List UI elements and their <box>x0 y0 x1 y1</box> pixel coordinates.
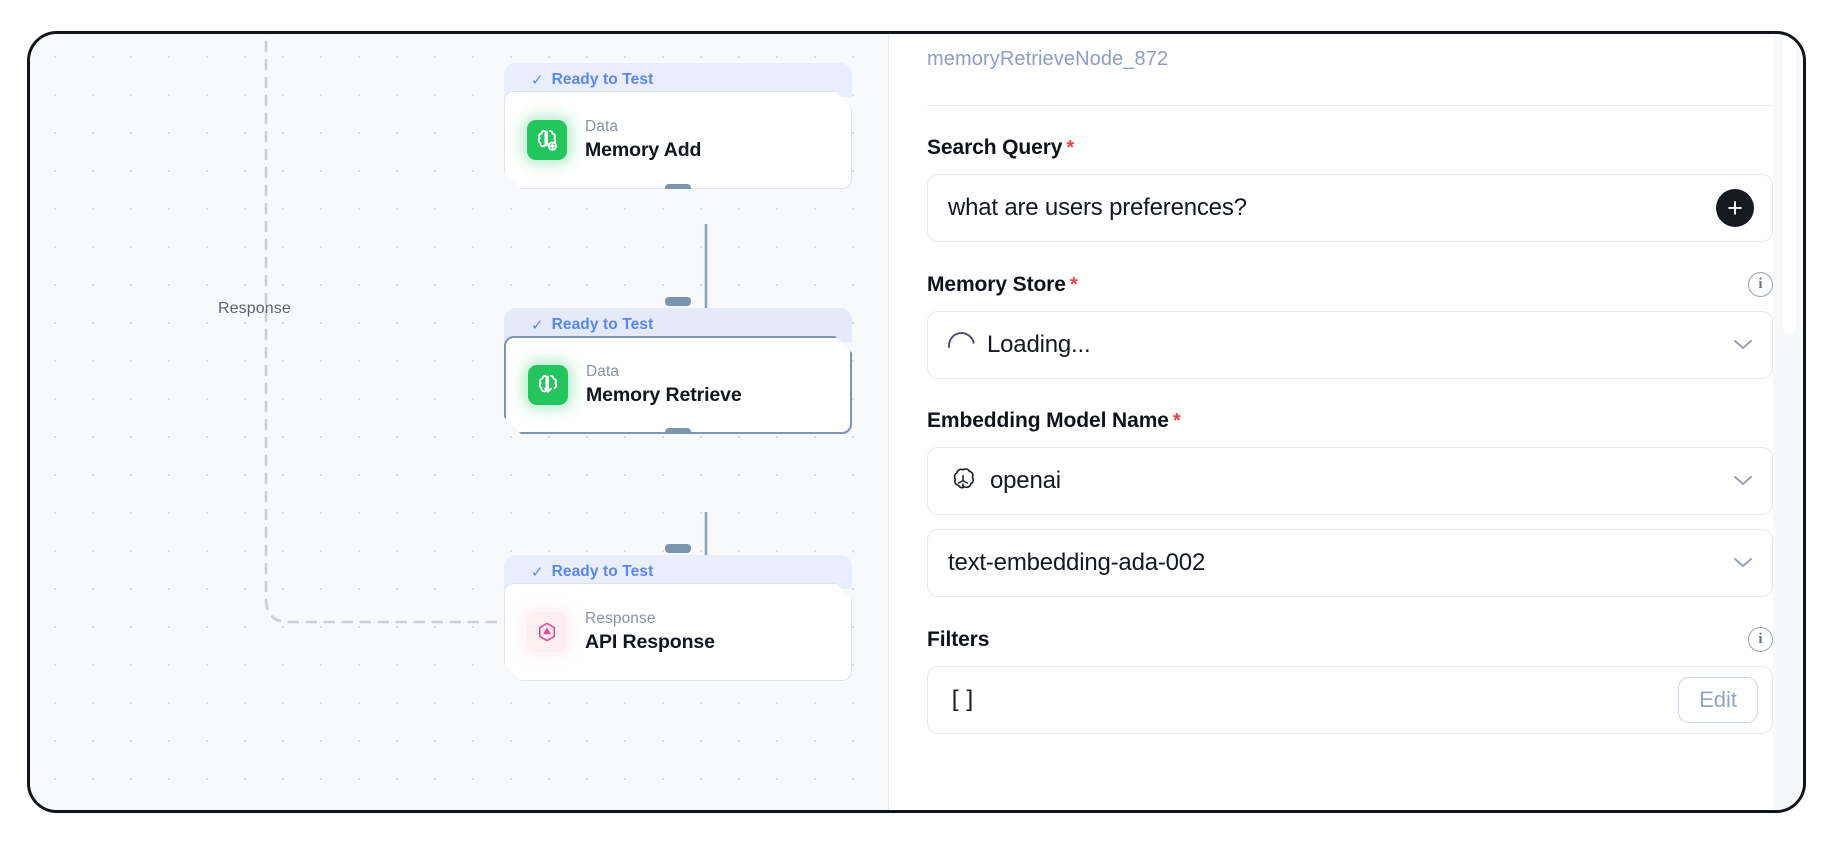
field-label-row: Filters i <box>927 627 1773 653</box>
node-status-label: Ready to Test <box>551 71 654 88</box>
filters-value: [] <box>948 686 977 715</box>
chevron-down-icon[interactable] <box>1732 335 1754 355</box>
node-title-label: Memory Retrieve <box>586 384 742 406</box>
memory-retrieve-brain-icon <box>528 365 568 405</box>
embedding-provider-select[interactable]: openai <box>927 447 1773 516</box>
required-marker: * <box>1066 137 1075 160</box>
field-label-wrap: Memory Store* <box>927 273 1078 297</box>
info-icon[interactable]: i <box>1748 627 1773 653</box>
flow-node-memory-retrieve[interactable]: ✓ Ready to Test Data Memory R <box>504 297 852 434</box>
node-body[interactable]: Data Memory Add <box>504 91 852 189</box>
field-label: Search Query <box>927 136 1063 160</box>
flow-node-memory-add[interactable]: ✓ Ready to Test Data <box>504 57 852 189</box>
required-marker: * <box>1069 273 1078 296</box>
embedding-model-value: text-embedding-ada-002 <box>948 549 1206 577</box>
field-label: Memory Store <box>927 272 1066 296</box>
editor-viewport: Response ✓ Ready to Test <box>27 31 1806 813</box>
loading-spinner-icon <box>942 326 981 365</box>
panel-divider <box>927 105 1773 107</box>
field-label-row: Embedding Model Name* <box>927 409 1773 433</box>
node-status-label: Ready to Test <box>551 563 654 580</box>
field-label-wrap: Embedding Model Name* <box>927 409 1181 433</box>
embedding-provider-value: openai <box>990 467 1061 495</box>
node-status-label: Ready to Test <box>551 316 654 333</box>
check-icon: ✓ <box>531 563 544 581</box>
memory-store-select[interactable]: Loading... <box>927 311 1773 380</box>
flow-node-api-response[interactable]: ✓ Ready to Test Response API Response <box>504 544 852 681</box>
field-label-row: Memory Store* i <box>927 272 1773 298</box>
embedding-model-select[interactable]: text-embedding-ada-002 <box>927 529 1773 598</box>
chevron-down-icon[interactable] <box>1732 553 1754 573</box>
search-query-value: what are users preferences? <box>948 194 1247 222</box>
panel-scrollbar-track[interactable] <box>1773 34 1803 810</box>
add-variable-button[interactable]: + <box>1716 189 1754 228</box>
search-query-input[interactable]: what are users preferences? + <box>927 174 1773 243</box>
memory-add-brain-icon <box>527 120 567 160</box>
openai-icon <box>948 466 978 496</box>
field-embedding-model-name: Embedding Model Name* openai <box>927 379 1773 598</box>
required-marker: * <box>1172 410 1181 433</box>
field-label: Filters <box>927 627 990 651</box>
field-label: Embedding Model Name <box>927 409 1169 433</box>
check-icon: ✓ <box>531 71 544 89</box>
node-properties-panel: memoryRetrieveNode_872 Search Query* wha… <box>888 34 1803 810</box>
node-output-handle[interactable] <box>665 184 691 193</box>
field-label-row: Search Query* <box>927 136 1773 160</box>
node-kind-label: Data <box>585 118 619 135</box>
panel-scrollbar-thumb[interactable] <box>1783 34 1796 334</box>
node-meta: Data Memory Retrieve <box>586 363 742 407</box>
node-meta: Data Memory Add <box>585 118 701 162</box>
node-id-label: memoryRetrieveNode_872 <box>927 48 1169 70</box>
memory-store-value: Loading... <box>987 331 1091 359</box>
edge-label-response: Response <box>218 300 291 317</box>
flow-canvas[interactable]: Response ✓ Ready to Test <box>30 34 888 810</box>
panel-scroll-area[interactable]: memoryRetrieveNode_872 Search Query* wha… <box>889 34 1803 810</box>
node-kind-label: Response <box>585 610 656 627</box>
node-input-handle[interactable] <box>665 544 691 553</box>
node-title-label: Memory Add <box>585 139 702 161</box>
node-body[interactable]: Data Memory Retrieve <box>504 336 852 434</box>
node-title-label: API Response <box>585 631 715 653</box>
graphql-response-icon <box>527 612 567 652</box>
check-icon: ✓ <box>531 316 544 334</box>
filters-input[interactable]: [] Edit <box>927 666 1773 735</box>
field-label-wrap: Search Query* <box>927 136 1074 160</box>
node-kind-label: Data <box>586 363 620 380</box>
field-search-query: Search Query* what are users preferences… <box>927 106 1773 243</box>
info-icon[interactable]: i <box>1748 272 1773 298</box>
node-input-handle[interactable] <box>665 297 691 306</box>
node-output-handle[interactable] <box>665 428 691 437</box>
chevron-down-icon[interactable] <box>1732 471 1754 491</box>
node-meta: Response API Response <box>585 610 715 654</box>
node-body[interactable]: Response API Response <box>504 583 852 681</box>
filters-edit-button[interactable]: Edit <box>1678 677 1758 724</box>
field-filters: Filters i [] Edit <box>927 597 1773 735</box>
field-memory-store: Memory Store* i Loading... <box>927 242 1773 380</box>
